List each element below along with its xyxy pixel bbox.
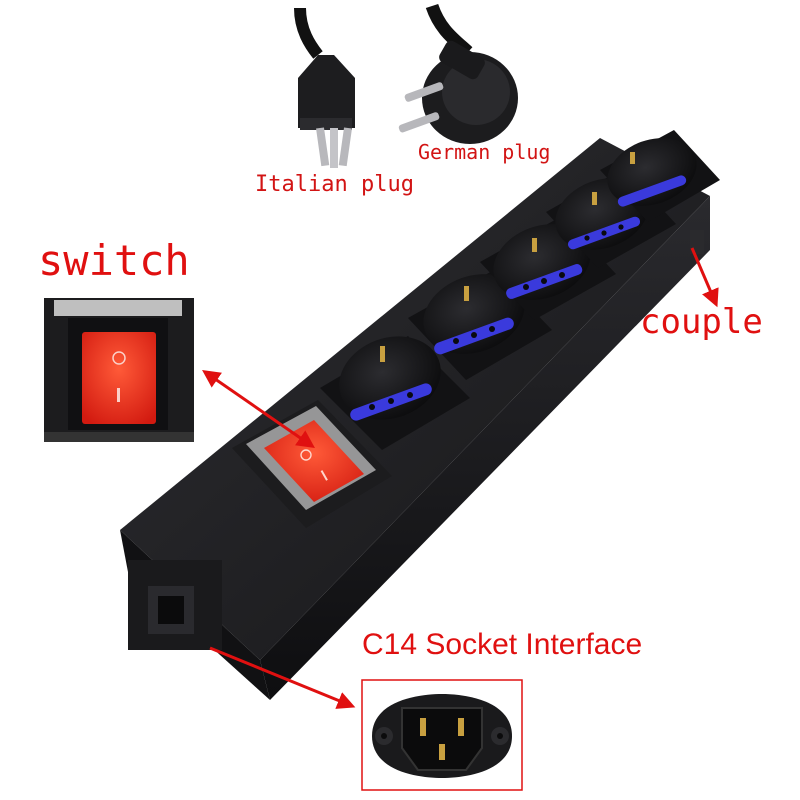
italian-plug-icon [294,7,355,168]
switch-closeup [44,298,194,442]
socket-5 [600,130,720,222]
arrow-switch [202,369,315,449]
arrow-c14 [209,646,356,709]
socket-1 [320,336,470,450]
switch-label: switch [38,236,190,285]
c14-socket-interface-label: C14 Socket Interface [362,628,643,661]
c14-inlet-on-body [128,560,222,650]
couple-label: couple [640,302,763,342]
c14-socket-closeup [361,679,523,791]
german-plug-label: German plug [418,140,551,164]
arrow-couple [690,247,719,308]
german-plug-icon [398,3,518,144]
italian-plug-label: Italian plug [255,172,414,197]
